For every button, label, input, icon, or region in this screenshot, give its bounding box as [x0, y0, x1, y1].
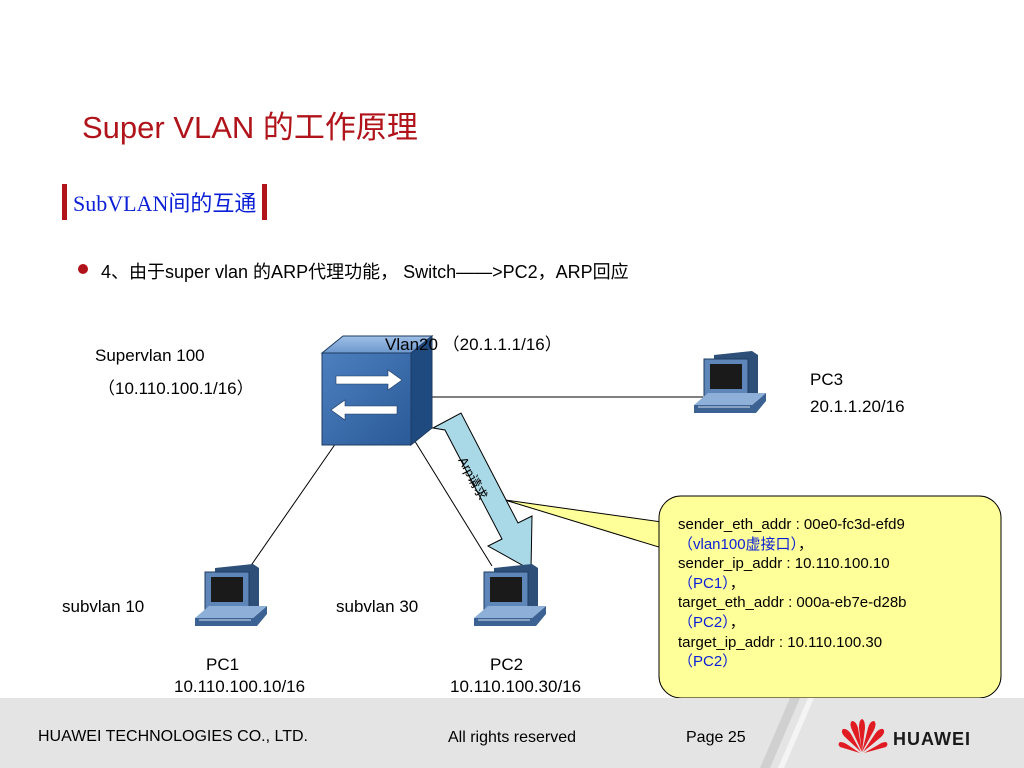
callout-line: target_ip_addr : 10.110.100.30 [678, 633, 883, 651]
callout-line: （PC2） [678, 653, 738, 671]
footer [0, 698, 1024, 768]
page-number: Page 25 [686, 729, 746, 746]
pc2-ip: 10.110.100.30/16 [450, 677, 582, 696]
callout-text: sender_eth_addr : 00e0-fc3d-efd9 （vlan10… [678, 515, 993, 672]
pc2-icon [473, 563, 547, 627]
callout-line: （PC1）， [678, 574, 745, 592]
callout-line: sender_eth_addr : 00e0-fc3d-efd9 [678, 516, 905, 533]
bullet-dot [78, 264, 88, 274]
pc2-subvlan: subvlan 30 [336, 597, 419, 616]
pc2-name: PC2 [490, 655, 524, 674]
link-switch-pc1 [242, 429, 346, 578]
supervlan-label: Supervlan 100 [95, 346, 205, 365]
huawei-logo-icon [838, 719, 888, 753]
pc1-icon [194, 563, 268, 627]
pc1-name: PC1 [206, 655, 240, 674]
bullet-text: 4、由于super vlan 的ARP代理功能， Switch——>PC2，AR… [101, 262, 629, 282]
vlan20-label: Vlan20 （20.1.1.1/16） [385, 335, 562, 354]
pc1-subvlan: subvlan 10 [62, 597, 145, 616]
callout-line: target_eth_addr : 000a-eb7e-d28b [678, 594, 907, 612]
pc3-icon [693, 350, 767, 414]
pc3-name: PC3 [810, 370, 844, 389]
pc3-ip: 20.1.1.20/16 [810, 397, 905, 416]
callout-line: sender_ip_addr : 10.110.100.10 [678, 555, 890, 573]
link-switch-pc2 [407, 429, 493, 567]
section-bar-right [262, 184, 268, 220]
supervlan-ip: （10.110.100.1/16） [98, 379, 254, 398]
huawei-logo-text: HUAWEI [893, 729, 971, 749]
callout-line: （PC2）， [678, 613, 745, 631]
section-bar-left [62, 184, 67, 220]
page-title: Super VLAN 的工作原理 [82, 110, 418, 145]
network-diagram: Arp请求 [194, 334, 1002, 699]
section-heading: SubVLAN间的互通 [62, 184, 268, 220]
footer-decoration [760, 698, 814, 768]
switch-icon [320, 334, 434, 447]
pc1-ip: 10.110.100.10/16 [174, 677, 306, 696]
footer-company: HUAWEI TECHNOLOGIES CO., LTD. [38, 728, 308, 745]
section-label: SubVLAN间的互通 [73, 191, 257, 216]
footer-rights: All rights reserved [448, 729, 577, 746]
callout-line: （vlan100虚接口）， [678, 535, 814, 553]
